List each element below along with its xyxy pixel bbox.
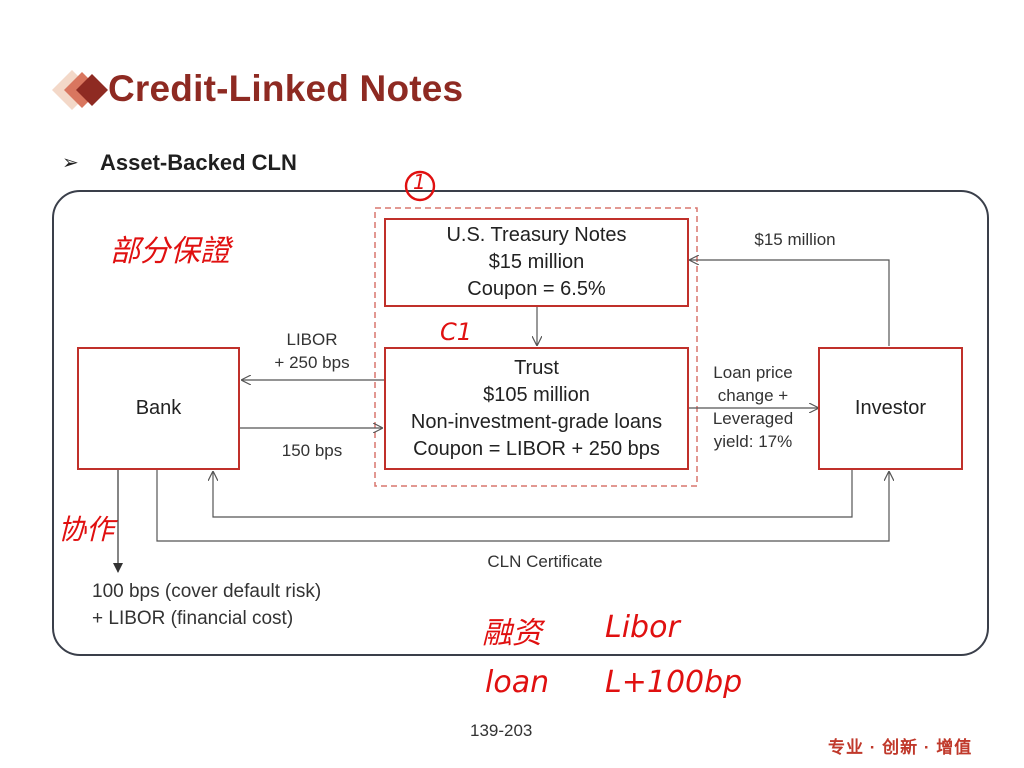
annotation-circle-number: 1 bbox=[413, 170, 426, 194]
treasury-amount: $15 million bbox=[488, 251, 585, 273]
trust-coupon: Coupon = LIBOR + 250 bps bbox=[413, 437, 660, 460]
investor-box: Investor bbox=[818, 347, 963, 470]
treasury-notes-box: U.S. Treasury Notes $15 million Coupon =… bbox=[384, 218, 689, 307]
bank-label: Bank bbox=[135, 397, 182, 419]
trust-box: Trust $105 million Non-investment-grade … bbox=[384, 347, 689, 470]
loan-label-line2: change + bbox=[717, 386, 789, 405]
annotation-loan: loan bbox=[485, 665, 550, 700]
diagram-frame bbox=[52, 190, 989, 656]
loan-price-label: Loan price change + Leveraged yield: 17% bbox=[700, 361, 806, 453]
trust-amount: $105 million bbox=[483, 383, 590, 406]
annotation-c1: C1 bbox=[440, 318, 473, 346]
treasury-title: U.S. Treasury Notes bbox=[446, 224, 627, 246]
trust-title: Trust bbox=[514, 356, 559, 379]
page-number: 139-203 bbox=[470, 721, 533, 740]
bank-note-line2: + LIBOR (financial cost) bbox=[92, 608, 294, 629]
page-title: Credit-Linked Notes bbox=[108, 68, 464, 109]
bank-cost-note: 100 bps (cover default risk) + LIBOR (fi… bbox=[92, 578, 321, 632]
section-subtitle: Asset-Backed CLN bbox=[100, 150, 297, 175]
bps150-label: 150 bps bbox=[281, 441, 343, 460]
bank-box: Bank bbox=[77, 347, 240, 470]
annotation-top-left: 部分保證 bbox=[110, 234, 230, 269]
bullet-arrow-icon: ➢ bbox=[62, 152, 79, 174]
fifteen-million-label: $15 million bbox=[754, 230, 836, 249]
annotation-libor: Libor bbox=[605, 610, 680, 645]
loan-label-line1: Loan price bbox=[713, 363, 793, 382]
annotation-l-plus-100bp: L+100bp bbox=[605, 665, 743, 700]
bank-note-line1: 100 bps (cover default risk) bbox=[92, 581, 322, 602]
brand-slogan: 专业 · 创新 · 增值 bbox=[828, 738, 973, 757]
cln-certificate-label: CLN Certificate bbox=[487, 552, 603, 571]
annotation-bank: 协作 bbox=[58, 513, 115, 546]
loan-label-line3: Leveraged bbox=[712, 409, 794, 428]
libor-label-line1: LIBOR bbox=[286, 330, 338, 349]
treasury-coupon: Coupon = 6.5% bbox=[467, 278, 606, 300]
libor-flow-label: LIBOR + 250 bps bbox=[262, 328, 362, 374]
investor-label: Investor bbox=[854, 397, 927, 419]
trust-loans: Non-investment-grade loans bbox=[410, 410, 663, 433]
annotation-financing: 融资 bbox=[482, 616, 542, 651]
libor-label-line2: + 250 bps bbox=[274, 353, 350, 372]
loan-label-line4: yield: 17% bbox=[713, 432, 793, 451]
